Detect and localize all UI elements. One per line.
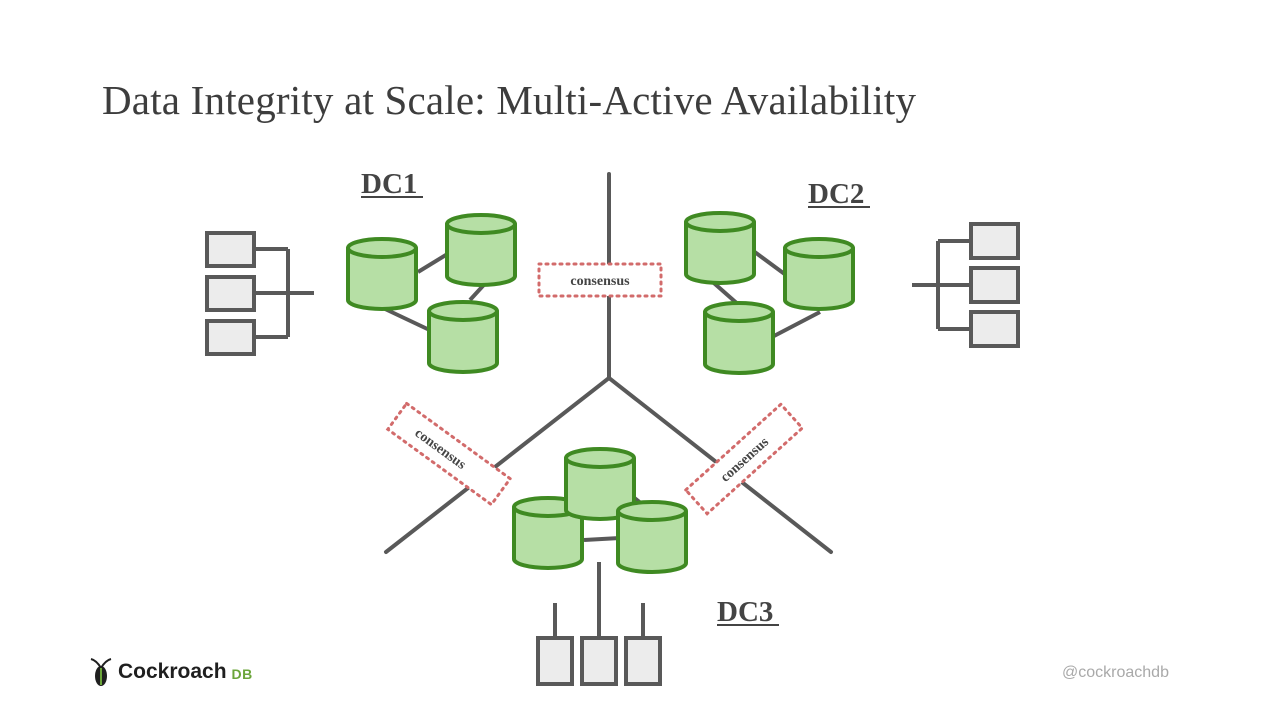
database-icon	[616, 500, 688, 574]
client-node	[205, 319, 256, 356]
dc2-label: DC2	[808, 178, 864, 210]
client-node	[536, 636, 574, 686]
consensus-box	[683, 402, 805, 516]
logo-suffix: DB	[231, 666, 253, 682]
consensus-top: consensus	[537, 262, 663, 298]
cockroach-icon	[90, 658, 112, 686]
cockroachdb-logo: Cockroach DB	[88, 656, 253, 688]
consensus-label: consensus	[570, 274, 630, 289]
social-handle: @cockroachdb	[1062, 664, 1169, 681]
consensus-box	[385, 401, 513, 507]
dc3-client-tree	[553, 562, 645, 650]
dc2-databases	[684, 211, 855, 375]
database-icon	[684, 211, 756, 285]
datacenter-dc2: DC2	[684, 178, 1020, 375]
database-icon	[703, 301, 775, 375]
client-node	[205, 275, 256, 312]
consensus-right: consensus	[683, 402, 805, 516]
database-icon	[346, 237, 418, 311]
dc1-label: DC1	[361, 168, 417, 200]
client-node	[205, 231, 256, 268]
datacenter-dc3: DC3	[512, 447, 779, 686]
consensus-left: consensus	[385, 401, 513, 507]
datacenter-dc1: DC1	[205, 168, 517, 374]
separator-left	[384, 376, 611, 554]
dc3-clients	[536, 636, 662, 686]
dc1-clients	[205, 231, 256, 356]
client-node	[969, 310, 1020, 348]
dc1-databases	[346, 213, 517, 374]
dc3-label: DC3	[717, 596, 773, 628]
database-icon	[427, 300, 499, 374]
logo-word: Cockroach	[118, 660, 227, 683]
dc3-databases	[512, 447, 688, 574]
client-node	[969, 266, 1020, 304]
slide-title: Data Integrity at Scale: Multi-Active Av…	[102, 77, 917, 123]
dc2-client-tree	[912, 239, 971, 331]
dc1-client-tree	[254, 247, 314, 339]
client-node	[580, 636, 618, 686]
dc2-clients	[969, 222, 1020, 348]
database-icon	[445, 213, 517, 287]
consensus-box	[537, 262, 663, 298]
client-node	[969, 222, 1020, 260]
client-node	[624, 636, 662, 686]
database-icon	[783, 237, 855, 311]
